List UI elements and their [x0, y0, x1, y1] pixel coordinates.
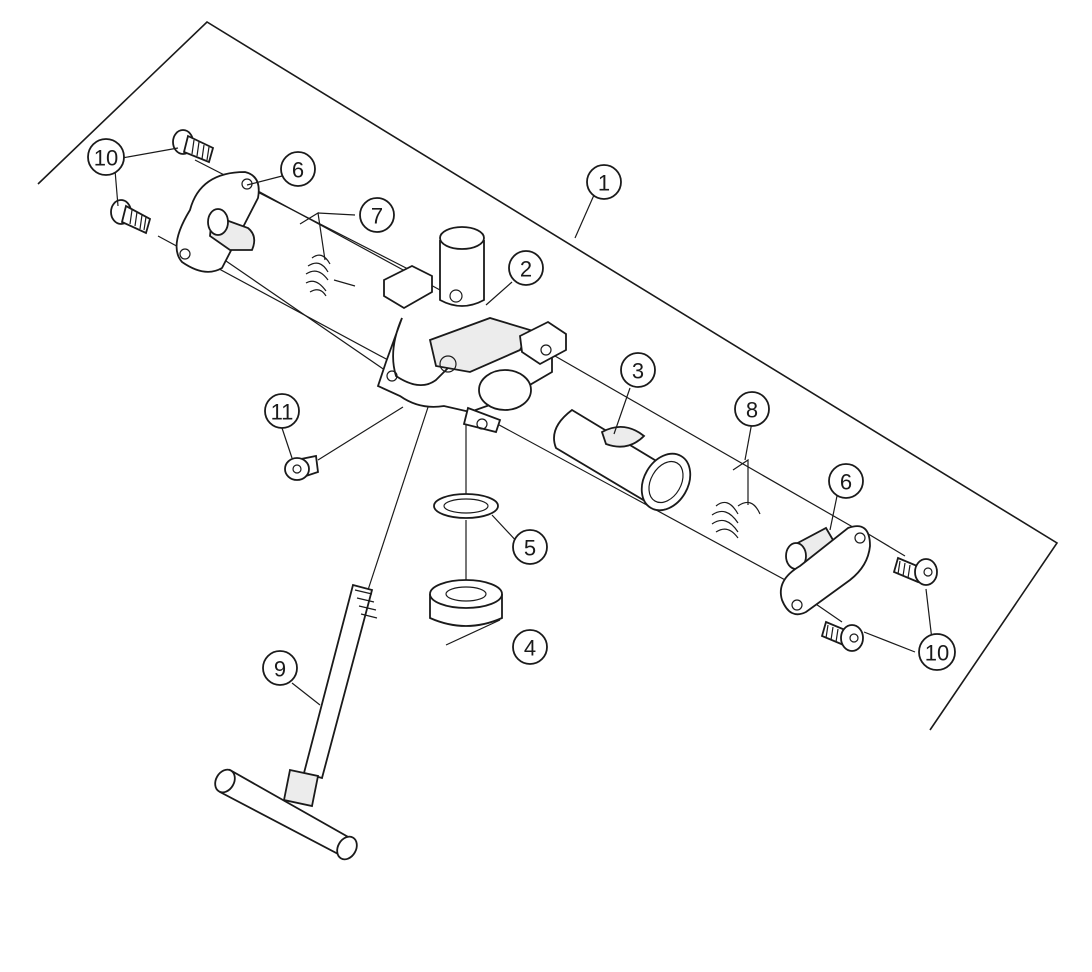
- callout-9: 9: [262, 650, 298, 686]
- callout-11: 11: [264, 393, 300, 429]
- callout-2: 2: [508, 250, 544, 286]
- leader-lines: [114, 147, 933, 706]
- svg-text:10: 10: [94, 146, 118, 171]
- screw-10-lower-left: [110, 199, 152, 235]
- callout-5: 5: [512, 529, 548, 565]
- callout-4: 4: [512, 629, 548, 665]
- bracket-2: [376, 226, 567, 434]
- svg-text:1: 1: [598, 171, 610, 196]
- collar-4: [429, 579, 503, 627]
- screw-10-upper-right: [892, 556, 938, 586]
- callout-10-right: 10: [918, 633, 956, 671]
- svg-text:6: 6: [292, 158, 304, 183]
- svg-text:4: 4: [524, 636, 536, 661]
- svg-text:2: 2: [520, 257, 532, 282]
- screw-10-upper-left: [172, 129, 215, 164]
- callout-7: 7: [359, 197, 395, 233]
- callout-6-right: 6: [828, 463, 864, 499]
- cover-plate-6-right: [779, 525, 871, 616]
- callout-8: 8: [734, 391, 770, 427]
- screw-10-lower-right: [820, 620, 864, 652]
- svg-text:7: 7: [371, 204, 383, 229]
- callout-10-left: 10: [87, 138, 125, 176]
- t-handle-9: [214, 583, 378, 861]
- svg-text:5: 5: [524, 536, 536, 561]
- svg-text:8: 8: [746, 398, 758, 423]
- callout-1: 1: [586, 164, 622, 200]
- spring-8: [711, 458, 761, 539]
- washer-5: [433, 493, 499, 519]
- svg-text:10: 10: [925, 641, 949, 666]
- callout-6-left: 6: [280, 151, 316, 187]
- svg-text:3: 3: [632, 359, 644, 384]
- sleeve-3: [553, 408, 692, 512]
- cover-plate-6-left: [175, 171, 260, 273]
- svg-text:9: 9: [274, 657, 286, 682]
- svg-text:6: 6: [840, 470, 852, 495]
- screw-11: [284, 454, 319, 481]
- svg-text:11: 11: [271, 400, 294, 425]
- callout-3: 3: [620, 352, 656, 388]
- spring-7: [299, 212, 356, 297]
- assembly-frame: [37, 20, 1059, 731]
